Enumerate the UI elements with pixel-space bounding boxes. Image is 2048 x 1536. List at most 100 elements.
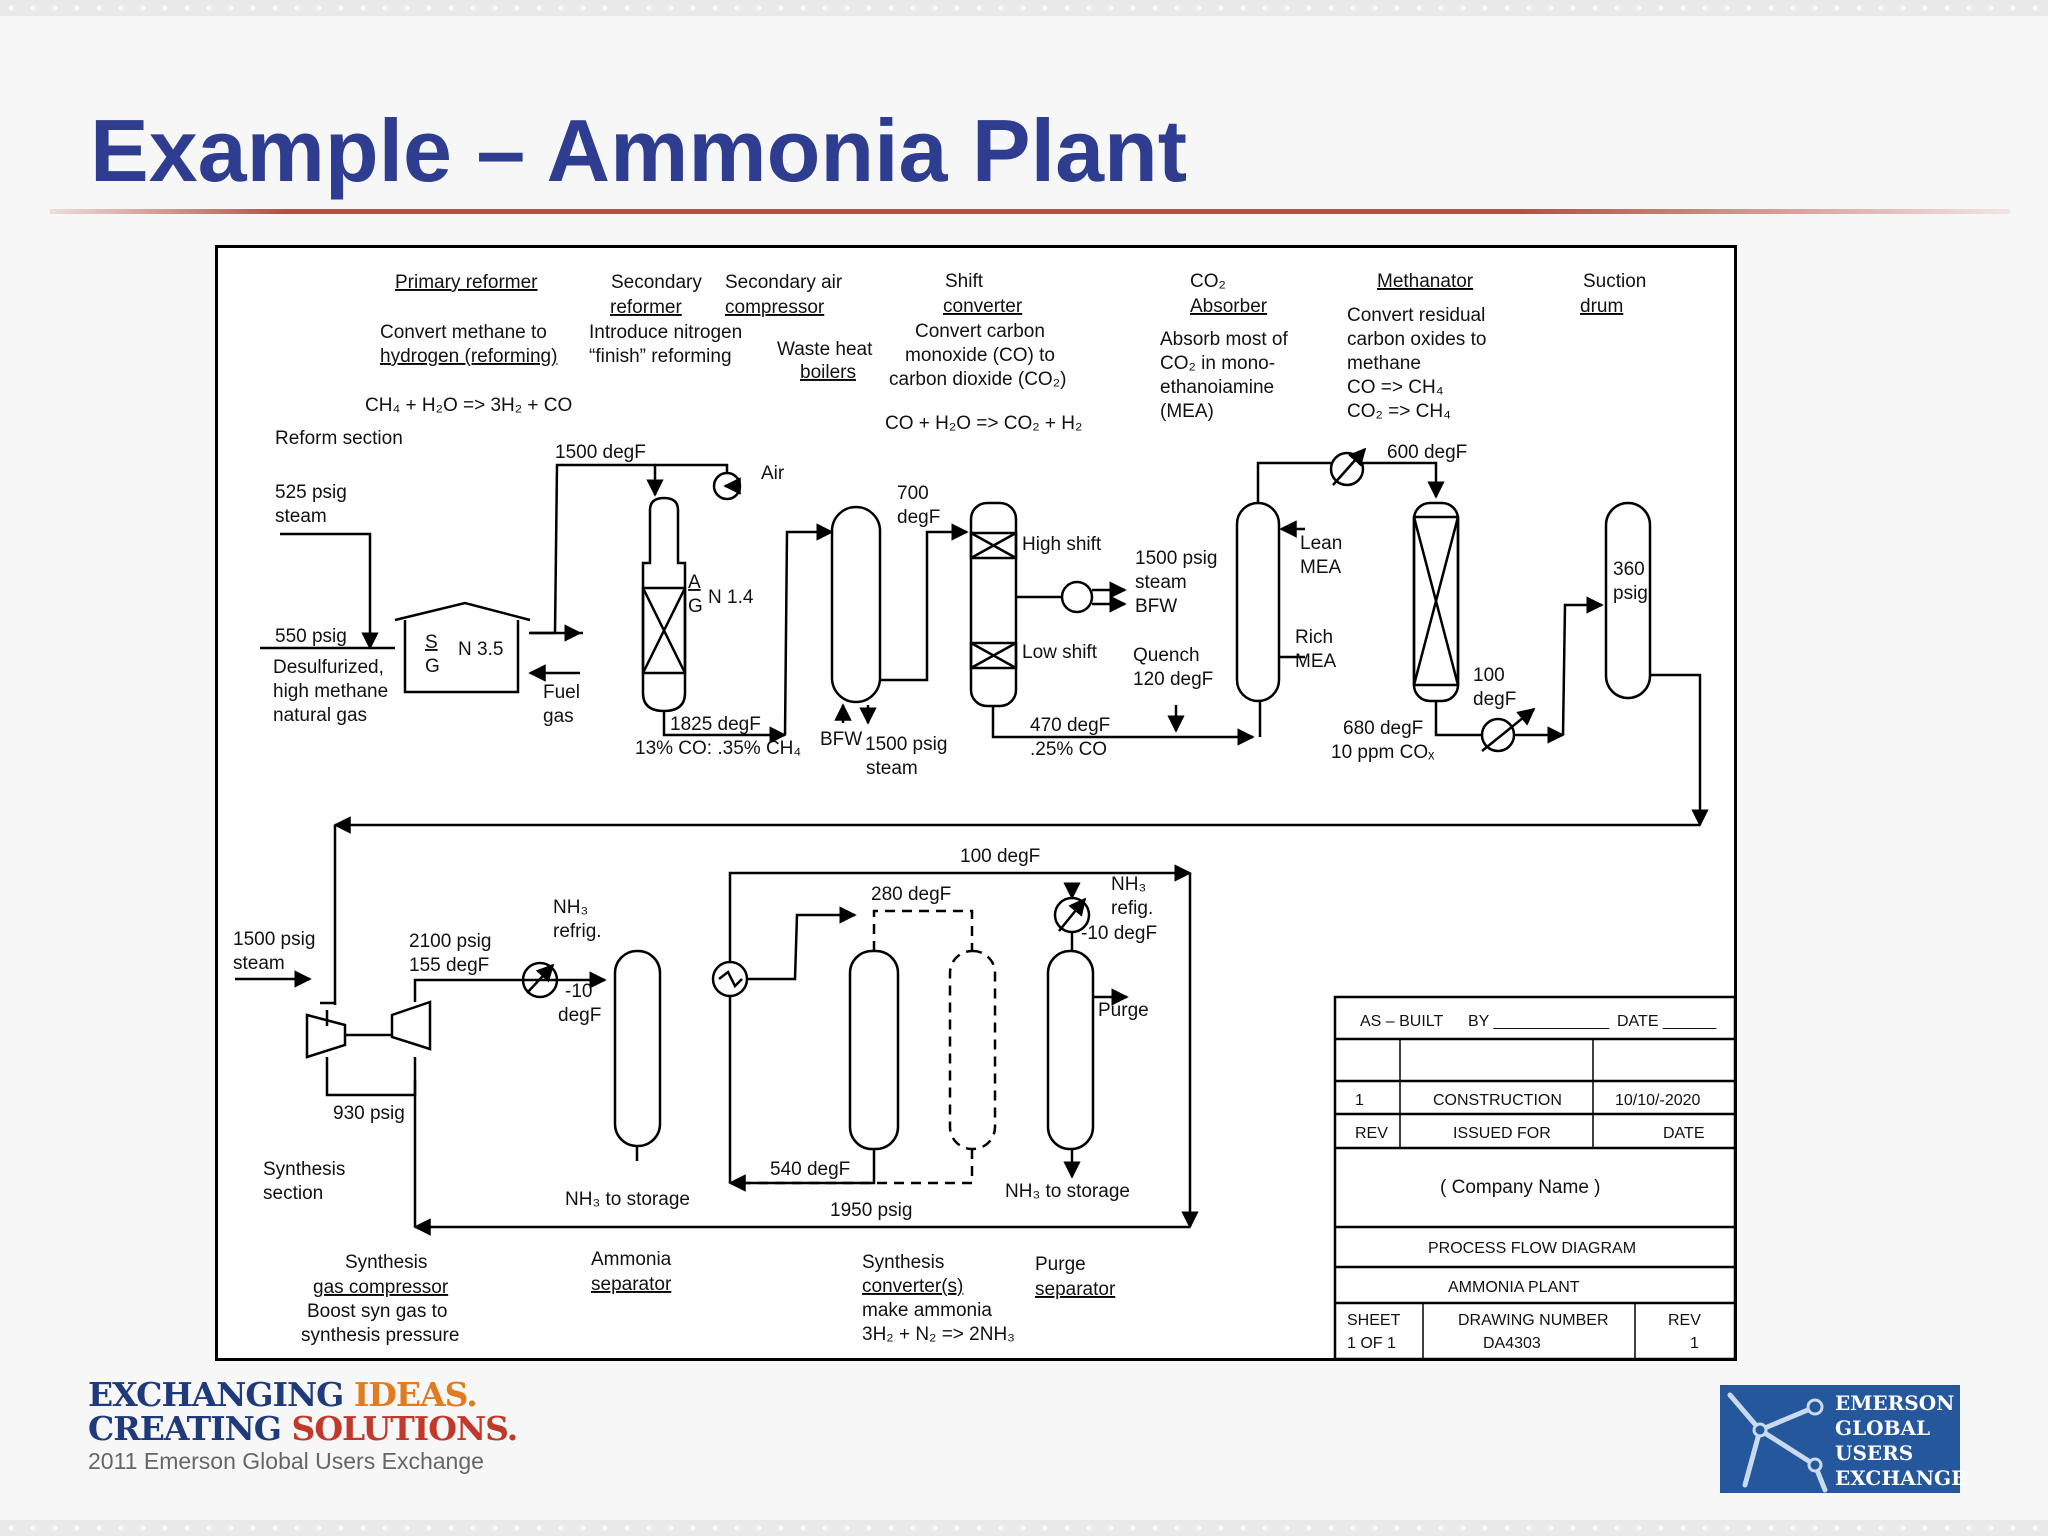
lbl-ppm: 10 ppm COₓ bbox=[1331, 742, 1435, 763]
lbl-comp-13: 13% CO: .35% CH₄ bbox=[635, 738, 801, 759]
desc-shift-2: monoxide (CO) to bbox=[905, 345, 1055, 366]
tb-pfd: PROCESS FLOW DIAGRAM bbox=[1428, 1240, 1636, 1257]
lbl-psig360-1: 360 bbox=[1613, 559, 1645, 580]
lbl-reform-section: Reform section bbox=[275, 428, 403, 449]
purge-separator bbox=[1046, 949, 1095, 1151]
lbl-p1950: 1950 psig bbox=[830, 1200, 912, 1221]
lbl-t700-1: 700 bbox=[897, 483, 929, 504]
hdr-secondary-air-1: Secondary air bbox=[725, 272, 843, 293]
desc-methanator-2: carbon oxides to bbox=[1347, 329, 1486, 350]
top-dot-border bbox=[0, 0, 2048, 16]
lbl-nh3refig-1: NH₃ bbox=[1111, 874, 1146, 895]
lbl-co25: .25% CO bbox=[1030, 739, 1107, 760]
tb-issued-hdr: ISSUED FOR bbox=[1453, 1125, 1551, 1142]
lbl-t1825: 1825 degF bbox=[670, 714, 761, 735]
desc-shift-eq: CO + H₂O => CO₂ + H₂ bbox=[885, 413, 1082, 434]
lbl-t1500: 1500 degF bbox=[555, 442, 646, 463]
lbl-gas-550: 550 psig bbox=[275, 626, 347, 647]
lbl-purge: Purge bbox=[1098, 1000, 1149, 1021]
lbl-low-shift: Low shift bbox=[1022, 642, 1098, 663]
lbl-quench-2: 120 degF bbox=[1133, 669, 1213, 690]
hdr-synthesis-compressor-1: Synthesis bbox=[345, 1252, 427, 1273]
lbl-rich-1: Rich bbox=[1295, 627, 1333, 648]
lbl-t100-1: 100 bbox=[1473, 665, 1505, 686]
hdr-shift-1: Shift bbox=[945, 271, 984, 292]
hdr-methanator: Methanator bbox=[1377, 271, 1474, 292]
lbl-nh3-storage-2: NH₃ to storage bbox=[1005, 1181, 1130, 1202]
desc-absorber-2: CO₂ in mono- bbox=[1160, 353, 1275, 374]
hdr-suction-2: drum bbox=[1580, 296, 1623, 317]
lbl-rich-2: MEA bbox=[1295, 651, 1337, 672]
hdr-synthesis-converter-1: Synthesis bbox=[862, 1252, 944, 1273]
lbl-air: Air bbox=[761, 463, 785, 484]
desc-secondary-1: Introduce nitrogen bbox=[589, 322, 742, 343]
hdr-secondary-air-2: compressor bbox=[725, 297, 825, 318]
synthesis-compressor bbox=[305, 1000, 432, 1059]
lbl-quench-1: Quench bbox=[1133, 645, 1200, 666]
hdr-secondary-reformer-2: reformer bbox=[610, 297, 682, 318]
hdr-shift-2: converter bbox=[943, 296, 1023, 317]
desc-converter-2: 3H₂ + N₂ => 2NH₃ bbox=[862, 1324, 1015, 1345]
lbl-sg-g: G bbox=[425, 656, 440, 677]
process-flow-diagram: Primary reformer reformer compressor con… bbox=[215, 245, 1737, 1361]
lbl-t280: 280 degF bbox=[871, 884, 951, 905]
tb-rev-no: 1 bbox=[1355, 1092, 1364, 1109]
hdr-synthesis-converter-2: converter(s) bbox=[862, 1276, 963, 1297]
desc-primary-eq: CH₄ + H₂O => 3H₂ + CO bbox=[365, 395, 572, 416]
suction-drum bbox=[1604, 501, 1652, 700]
bottom-dot-border bbox=[0, 1520, 2048, 1536]
lbl-steam-1500-c2: steam bbox=[233, 953, 285, 974]
hdr-purge-separator-1: Purge bbox=[1035, 1254, 1086, 1275]
slide-title: Example – Ammonia Plant bbox=[90, 101, 1188, 200]
lbl-nh3-storage-1: NH₃ to storage bbox=[565, 1189, 690, 1210]
hdr-suction-1: Suction bbox=[1583, 271, 1646, 292]
lbl-lean-2: MEA bbox=[1300, 557, 1342, 578]
desc-methanator-1: Convert residual bbox=[1347, 305, 1485, 326]
desc-shift-3: carbon dioxide (CO₂) bbox=[889, 369, 1066, 390]
secondary-reformer bbox=[641, 496, 687, 713]
lbl-lean-1: Lean bbox=[1300, 533, 1342, 554]
hdr-secondary-reformer-1: Secondary bbox=[611, 272, 702, 293]
tb-sheet-hdr: SHEET bbox=[1347, 1312, 1401, 1329]
lbl-desulf-1: Desulfurized, bbox=[273, 657, 384, 678]
lbl-high-shift: High shift bbox=[1022, 534, 1102, 555]
methanator-heater bbox=[1329, 451, 1365, 487]
logo-text: EMERSON GLOBAL USERS EXCHANGE bbox=[1835, 1391, 1967, 1490]
branding-line-3: 2011 Emerson Global Users Exchange bbox=[88, 1448, 484, 1474]
desc-absorber-4: (MEA) bbox=[1160, 401, 1214, 422]
diagram-frame bbox=[215, 245, 1737, 1361]
hdr-co2-absorber-2: Absorber bbox=[1190, 296, 1268, 317]
diagram-svg: Primary reformer reformer compressor con… bbox=[215, 245, 1737, 1361]
lbl-steam-1500-b1: 1500 psig bbox=[1135, 548, 1217, 569]
lbl-t700-2: degF bbox=[897, 507, 940, 528]
lbl-fuel-1: Fuel bbox=[543, 682, 580, 703]
desc-converter-1: make ammonia bbox=[862, 1300, 992, 1321]
lbl-t540: 540 degF bbox=[770, 1159, 850, 1180]
lbl-fuel-2: gas bbox=[543, 706, 574, 727]
desc-primary-2: hydrogen (reforming) bbox=[380, 346, 557, 367]
lbl-t100-2: degF bbox=[1473, 689, 1516, 710]
desc-primary-1: Convert methane to bbox=[380, 322, 547, 343]
tb-rev-val: 1 bbox=[1690, 1335, 1699, 1352]
tb-sheet-val: 1 OF 1 bbox=[1347, 1335, 1396, 1352]
tb-rev-hdr2: REV bbox=[1668, 1312, 1701, 1329]
hdr-primary-reformer: Primary reformer bbox=[395, 272, 538, 293]
hdr-ammonia-separator-1: Ammonia bbox=[591, 1249, 672, 1270]
desc-secondary-2: “finish” reforming bbox=[589, 346, 732, 367]
lbl-steam-1500-a2: steam bbox=[866, 758, 918, 779]
lbl-nh3refig-2: refig. bbox=[1111, 898, 1153, 919]
lbl-steam-525-2: steam bbox=[275, 506, 327, 527]
lbl-ag-g: G bbox=[688, 596, 703, 617]
hdr-waste-heat-2: boilers bbox=[800, 362, 856, 383]
tb-issued: CONSTRUCTION bbox=[1433, 1092, 1562, 1109]
desc-absorber-1: Absorb most of bbox=[1160, 329, 1288, 350]
lbl-n14: N 1.4 bbox=[708, 587, 754, 608]
network-icon bbox=[1727, 1392, 1828, 1493]
tb-drawing-hdr: DRAWING NUMBER bbox=[1458, 1312, 1609, 1329]
lbl-nh3refrig-1: NH₃ bbox=[553, 897, 588, 918]
tb-date-val: 10/10/-2020 bbox=[1615, 1092, 1701, 1109]
primary-reformer bbox=[394, 601, 531, 694]
title-underline bbox=[50, 209, 2010, 214]
lbl-t680: 680 degF bbox=[1343, 718, 1423, 739]
tb-rev-hdr: REV bbox=[1355, 1125, 1388, 1142]
